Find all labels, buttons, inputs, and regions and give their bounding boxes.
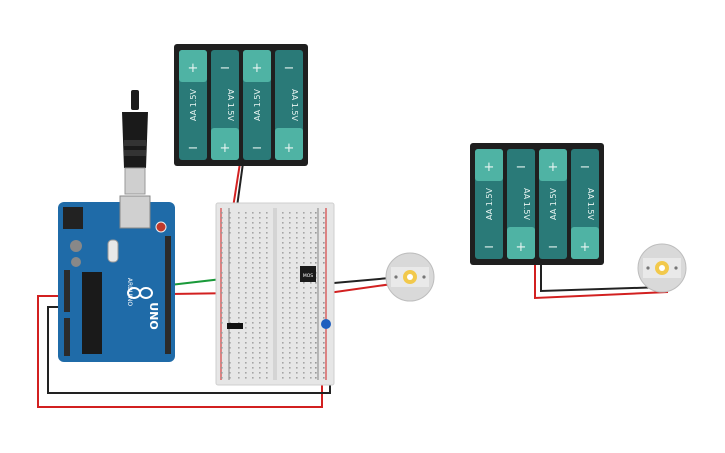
cell-terminal	[539, 149, 567, 181]
usb-cable-strain	[131, 90, 139, 110]
wire-loop-red[interactable]	[37, 295, 323, 408]
mosfet-chip[interactable]	[300, 266, 316, 282]
cell-top-symbol: +	[548, 160, 559, 175]
cell-bottom-symbol: −	[252, 141, 263, 156]
usb-plug-ridge	[124, 150, 146, 156]
usb-port	[119, 195, 151, 229]
wire-battery-right-black[interactable]	[540, 262, 665, 293]
battery-cell: + − AA 1.5V	[539, 149, 567, 259]
cell-top-symbol: +	[252, 61, 263, 76]
cell-terminal	[571, 227, 599, 259]
crystal	[107, 239, 119, 263]
battery-cell: − + AA 1.5V	[275, 50, 303, 160]
cell-bottom-symbol: +	[284, 141, 295, 156]
battery-pack-right[interactable]: + − AA 1.5V − + AA 1.5V + − AA 1.5V − + AA 1.5V	[470, 143, 604, 265]
cell-top-symbol: +	[484, 160, 495, 175]
analog-header	[64, 318, 70, 356]
cell-label: AA 1.5V	[549, 188, 558, 220]
cell-bottom-symbol: +	[220, 141, 231, 156]
battery-cell: + − AA 1.5V	[475, 149, 503, 259]
cell-bottom-symbol: −	[484, 240, 495, 255]
motor-screw	[422, 275, 426, 279]
dc-motor-right[interactable]	[637, 243, 687, 293]
cell-bottom-symbol: −	[188, 141, 199, 156]
battery-cell: + − AA 1.5V	[243, 50, 271, 160]
diode[interactable]	[227, 323, 243, 329]
motor-screw	[674, 266, 678, 270]
cell-terminal	[475, 149, 503, 181]
capacitor	[70, 240, 82, 252]
power-jack	[63, 207, 83, 229]
cell-label: AA 1.5V	[586, 188, 595, 220]
digital-header	[165, 236, 171, 354]
center-channel	[273, 208, 277, 380]
cell-label: AA 1.5V	[253, 89, 262, 121]
cell-terminal	[507, 227, 535, 259]
dc-motor-left[interactable]	[385, 252, 435, 302]
cell-label: AA 1.5V	[226, 89, 235, 121]
cell-label: AA 1.5V	[290, 89, 299, 121]
cell-terminal	[179, 50, 207, 82]
infinity-logo-icon	[127, 287, 153, 299]
battery-cell: + − AA 1.5V	[179, 50, 207, 160]
breadboard[interactable]: MOS	[215, 202, 335, 386]
cell-terminal	[243, 50, 271, 82]
cell-top-symbol: +	[188, 61, 199, 76]
motor-shaft-center	[407, 274, 413, 280]
motor-shaft-center	[659, 265, 665, 271]
cell-top-symbol: −	[284, 61, 295, 76]
arduino-model: UNO	[147, 302, 160, 330]
breadboard-holes	[221, 212, 325, 379]
usb-plug-metal	[124, 167, 146, 195]
battery-pack-left[interactable]: + − AA 1.5V − + AA 1.5V + − AA 1.5V − + AA 1.5V	[174, 44, 308, 166]
arduino-uno[interactable]: ARDUINO UNO	[58, 195, 175, 362]
usb-cable[interactable]	[122, 90, 148, 195]
cell-top-symbol: −	[220, 61, 231, 76]
reset-button[interactable]	[155, 221, 167, 233]
capacitor	[71, 257, 81, 267]
cell-terminal	[275, 128, 303, 160]
cell-bottom-symbol: −	[548, 240, 559, 255]
mosfet-label: MOS	[303, 273, 313, 279]
wire-loop-black[interactable]	[47, 306, 331, 394]
cell-label: AA 1.5V	[522, 188, 531, 220]
cell-terminal	[211, 128, 239, 160]
capacitor[interactable]	[321, 319, 331, 329]
battery-cell: − + AA 1.5V	[211, 50, 239, 160]
cell-bottom-symbol: +	[516, 240, 527, 255]
wire-battery-right-red[interactable]	[534, 262, 669, 300]
arduino-brand: ARDUINO	[126, 278, 133, 307]
usb-plug-ridge	[124, 140, 146, 146]
battery-cell: − + AA 1.5V	[507, 149, 535, 259]
battery-case	[470, 143, 604, 265]
cell-top-symbol: −	[580, 160, 591, 175]
cell-label: AA 1.5V	[485, 188, 494, 220]
motor-screw	[394, 275, 398, 279]
atmega-chip	[82, 272, 102, 354]
power-header	[64, 270, 70, 312]
battery-case	[174, 44, 308, 166]
cell-top-symbol: −	[516, 160, 527, 175]
cell-label: AA 1.5V	[189, 89, 198, 121]
battery-cell: − + AA 1.5V	[571, 149, 599, 259]
motor-screw	[646, 266, 650, 270]
cell-bottom-symbol: +	[580, 240, 591, 255]
